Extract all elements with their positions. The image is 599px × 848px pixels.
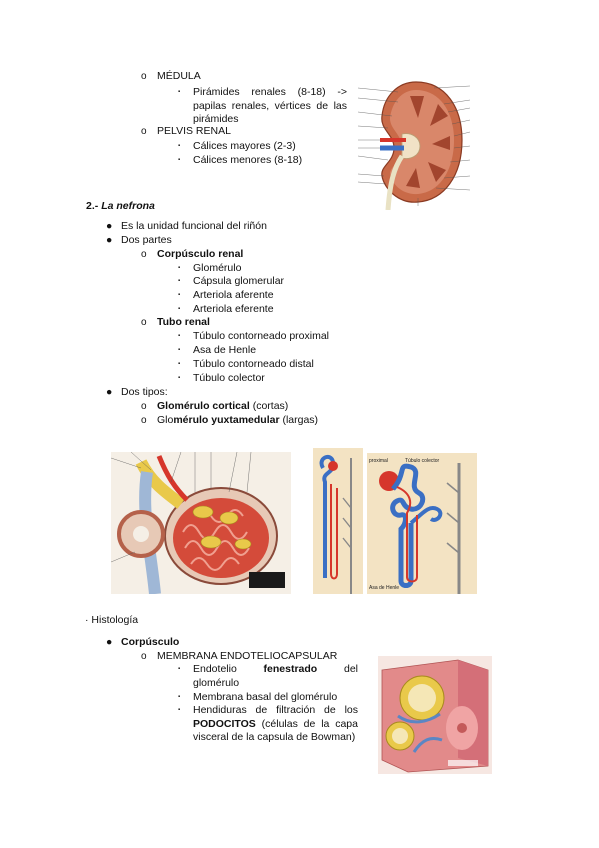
membrana-item-1: Endotelio fenestrado del glomérulo (193, 663, 358, 690)
label-proximal: proximal (369, 458, 388, 464)
membrana-item-3: Hendiduras de filtración de los PODOCITO… (193, 704, 358, 745)
medula-item: Pirámides renales (8-18) -> papilas rena… (193, 86, 347, 125)
item1-pre: Endotelio (193, 663, 264, 675)
square-bullet: ▪ (178, 694, 181, 700)
square-bullet: ▪ (178, 306, 181, 312)
sub-bullet: o (141, 71, 147, 82)
tipo-yuxta-pre: Glo (157, 414, 174, 426)
tubo-item: Túbulo contorneado proximal (193, 330, 329, 342)
tubo-item: Asa de Henle (193, 344, 257, 356)
nephron-strip-illustration (313, 448, 363, 594)
label-henle: Asa de Henle (369, 585, 399, 591)
nefrona-bullet: Dos partes (121, 234, 172, 246)
section-heading: 2.- La nefrona (86, 200, 155, 214)
corpusculo-item: Arteriola eferente (193, 303, 274, 315)
nephron-illustration: proximal Túbulo colector Asa de Henle (367, 453, 477, 594)
section-title: La nefrona (101, 200, 155, 212)
section-number: 2.- (86, 200, 99, 212)
bullet-dot: ● (106, 636, 113, 648)
bullet-dot: ● (106, 220, 113, 232)
square-bullet: ▪ (178, 707, 181, 713)
sub-bullet: o (141, 249, 147, 260)
tipo-cortical: Glomérulo cortical (cortas) (157, 400, 288, 414)
medula-title: MÉDULA (157, 70, 201, 82)
corpusculo-item: Arteriola aferente (193, 289, 274, 301)
pelvis-title: PELVIS RENAL (157, 125, 231, 137)
corpusculo-title: Corpúsculo renal (157, 248, 244, 260)
item1-bold: fenestrado (263, 663, 318, 675)
item3-bold: PODOCITOS (193, 717, 256, 730)
renal-corpuscle-illustration (111, 452, 291, 594)
item3-pre: Hendiduras de filtración de los (193, 704, 358, 716)
sub-bullet: o (141, 415, 147, 426)
label-colector: Túbulo colector (405, 458, 440, 464)
square-bullet: ▪ (178, 265, 181, 271)
square-bullet: ▪ (178, 278, 181, 284)
pelvis-item: Cálices menores (8-18) (193, 154, 303, 166)
tubo-item: Túbulo contorneado distal (193, 358, 314, 370)
square-bullet: ▪ (178, 347, 181, 353)
tubo-item: Túbulo colector (193, 372, 265, 384)
histologia-corpusculo: Corpúsculo (121, 636, 180, 648)
sub-bullet: o (141, 126, 147, 137)
tipo-yuxtamedular: Glomérulo yuxtamedular (largas) (157, 414, 318, 428)
square-bullet: ▪ (178, 157, 181, 163)
sub-bullet: o (141, 317, 147, 328)
sub-bullet: o (141, 651, 147, 662)
nefrona-bullet: Es la unidad funcional del riñón (121, 220, 267, 232)
tipo-cortical-bold: Glomérulo cortical (157, 400, 250, 412)
corpusculo-item: Glomérulo (193, 262, 242, 274)
corpusculo-item: Cápsula glomerular (193, 275, 285, 287)
tipo-yuxta-bold: mérulo yuxtamedular (173, 414, 280, 426)
square-bullet: ▪ (178, 333, 181, 339)
square-bullet: ▪ (178, 375, 181, 381)
bullet-dot: ● (106, 234, 113, 246)
bullet-dot: ● (106, 386, 113, 398)
pelvis-item: Cálices mayores (2-3) (193, 140, 296, 152)
square-bullet: ▪ (178, 143, 181, 149)
square-bullet: ▪ (178, 666, 181, 672)
membrana-title: MEMBRANA ENDOTELIOCAPSULAR (157, 650, 338, 662)
tipo-cortical-rest: (cortas) (249, 400, 289, 412)
kidney-illustration (358, 78, 470, 210)
sub-bullet: o (141, 401, 147, 412)
histologia-heading: · Histología (85, 614, 139, 626)
tubo-title: Tubo renal (157, 316, 210, 328)
item1-post: del glomérulo (193, 663, 358, 689)
square-bullet: ▪ (178, 292, 181, 298)
square-bullet: ▪ (178, 89, 181, 95)
tipo-yuxta-rest: (largas) (279, 414, 319, 426)
histology-illustration (378, 656, 492, 774)
tipos-title: Dos tipos: (121, 386, 168, 398)
membrana-item-2: Membrana basal del glomérulo (193, 691, 338, 703)
item3-post: (células de la capa visceral de la capsu… (193, 717, 358, 744)
square-bullet: ▪ (178, 361, 181, 367)
